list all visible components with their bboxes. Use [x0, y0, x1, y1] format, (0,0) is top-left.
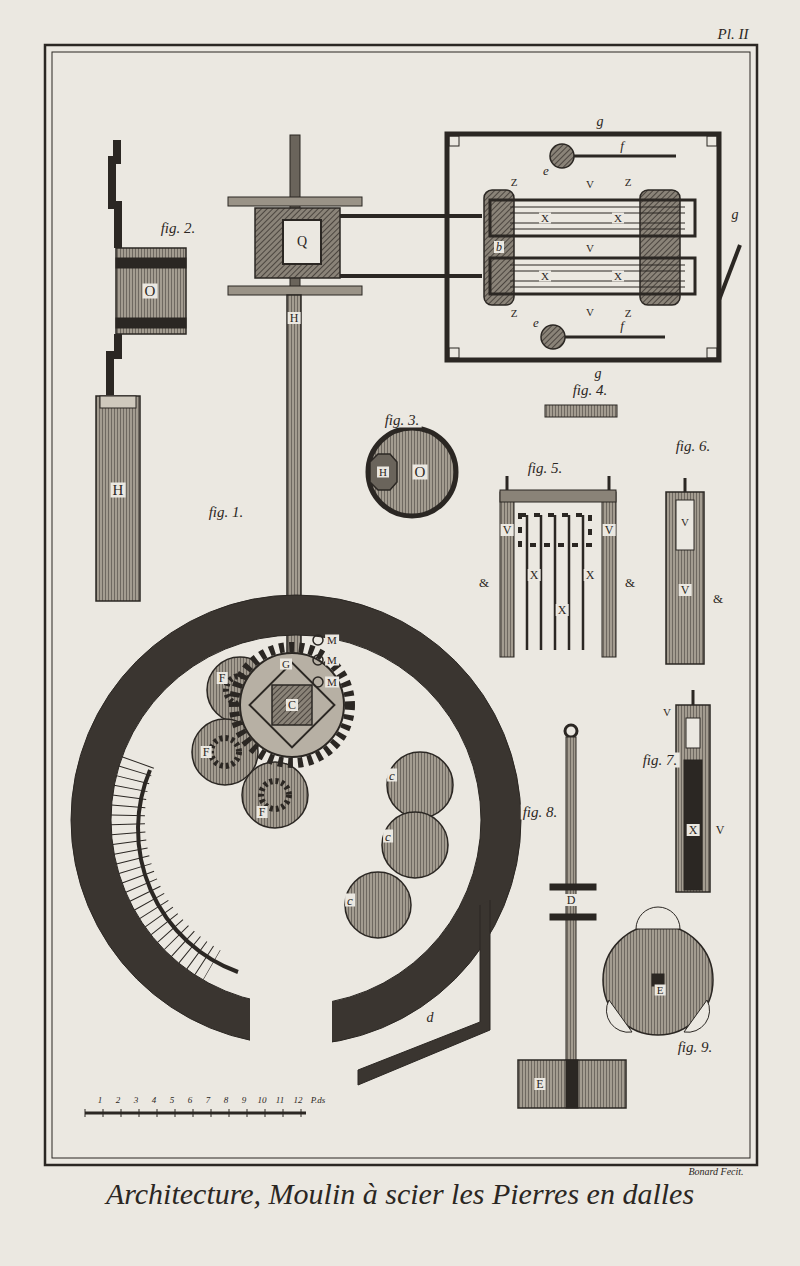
callout-letter: V	[679, 584, 692, 596]
callout-letter: F	[217, 672, 228, 684]
scale-number: 3	[132, 1096, 141, 1105]
callout-letter: Z	[509, 177, 520, 188]
callout-letter: X	[539, 271, 551, 282]
callout-letter: H	[288, 312, 301, 324]
callout-letter: G	[280, 659, 292, 670]
scale-bar	[85, 1109, 306, 1117]
callout-letter: &	[477, 576, 491, 589]
callout-letter: X	[528, 569, 541, 581]
callout-letter: e	[531, 316, 541, 329]
scale-number: P.ds	[309, 1096, 328, 1105]
fig1-mechanism	[228, 135, 482, 655]
fig3-drum	[368, 405, 617, 516]
callout-letter: c	[345, 894, 355, 907]
callout-letter: D	[565, 894, 578, 906]
callout-letter: V	[501, 524, 514, 536]
callout-letter: Q	[295, 235, 309, 249]
callout-letter: b	[494, 241, 504, 253]
callout-letter: H	[377, 467, 389, 478]
figure-number: fig. 5.	[526, 461, 565, 476]
callout-letter: X	[584, 569, 597, 581]
figure-number: fig. 7.	[641, 753, 680, 768]
callout-letter: M	[325, 635, 339, 646]
plate-number: Pl. II	[716, 27, 751, 42]
callout-letter: V	[603, 524, 616, 536]
callout-letter: M	[325, 677, 339, 688]
figure-number: fig. 1.	[207, 505, 246, 520]
mill-tower	[71, 595, 521, 1085]
scale-number: 8	[222, 1096, 231, 1105]
fig2-shaft	[96, 140, 186, 601]
callout-letter: M	[325, 655, 339, 666]
figure-number: fig. 8.	[521, 805, 560, 820]
figure-number: fig. 2.	[159, 221, 198, 236]
scale-number: 7	[204, 1096, 213, 1105]
callout-letter: c	[387, 769, 397, 782]
callout-letter: X	[539, 213, 551, 224]
scale-number: 5	[168, 1096, 177, 1105]
engraver-signature: Bonard Fecit.	[686, 1167, 745, 1177]
figure-number: fig. 3.	[383, 413, 422, 428]
gear-train	[192, 635, 453, 938]
plate-title: Architecture, Moulin à scier les Pierres…	[0, 1176, 800, 1212]
callout-letter: d	[425, 1011, 436, 1025]
scale-number: 6	[186, 1096, 195, 1105]
callout-letter: f	[618, 139, 626, 152]
saw-room	[447, 134, 740, 360]
callout-letter: V	[584, 307, 596, 318]
callout-letter: O	[413, 465, 428, 480]
callout-letter: Z	[623, 177, 634, 188]
callout-letter: E	[534, 1078, 545, 1090]
scale-number: 10	[256, 1096, 269, 1105]
callout-letter: O	[143, 284, 158, 299]
scale-number: 1	[96, 1096, 105, 1105]
callout-letter: &	[711, 592, 725, 605]
callout-letter: &	[623, 576, 637, 589]
figure-number: fig. 4.	[571, 383, 610, 398]
callout-letter: e	[541, 164, 551, 177]
figure-number: fig. 6.	[674, 439, 713, 454]
callout-letter: V	[661, 707, 673, 718]
callout-letter: C	[286, 699, 298, 711]
callout-letter: V	[714, 824, 727, 836]
callout-letter: F	[201, 746, 212, 758]
callout-letter: c	[383, 830, 393, 843]
scale-number: 11	[274, 1096, 286, 1105]
callout-letter: X	[612, 271, 624, 282]
scale-number: 9	[240, 1096, 249, 1105]
callout-letter: V	[584, 179, 596, 190]
callout-letter: f	[618, 319, 626, 332]
plate-frame	[45, 45, 757, 1165]
callout-letter: X	[556, 604, 569, 616]
callout-letter: X	[612, 213, 624, 224]
callout-letter: Z	[509, 308, 520, 319]
callout-letter: Z	[623, 308, 634, 319]
callout-letter: H	[111, 483, 126, 498]
fig6-fig7-parts	[666, 478, 710, 892]
scale-number: 2	[114, 1096, 123, 1105]
callout-letter: F	[257, 806, 268, 818]
scale-number: 12	[292, 1096, 305, 1105]
callout-letter: E	[655, 985, 666, 996]
callout-letter: g	[730, 208, 741, 222]
callout-letter: g	[593, 367, 604, 381]
fig5-saw-frame	[500, 476, 616, 657]
figure-number: fig. 9.	[676, 1040, 715, 1055]
callout-letter: V	[679, 517, 691, 528]
scale-number: 4	[150, 1096, 159, 1105]
callout-letter: X	[687, 824, 700, 836]
callout-letter: g	[595, 115, 606, 129]
callout-letter: V	[584, 243, 596, 254]
